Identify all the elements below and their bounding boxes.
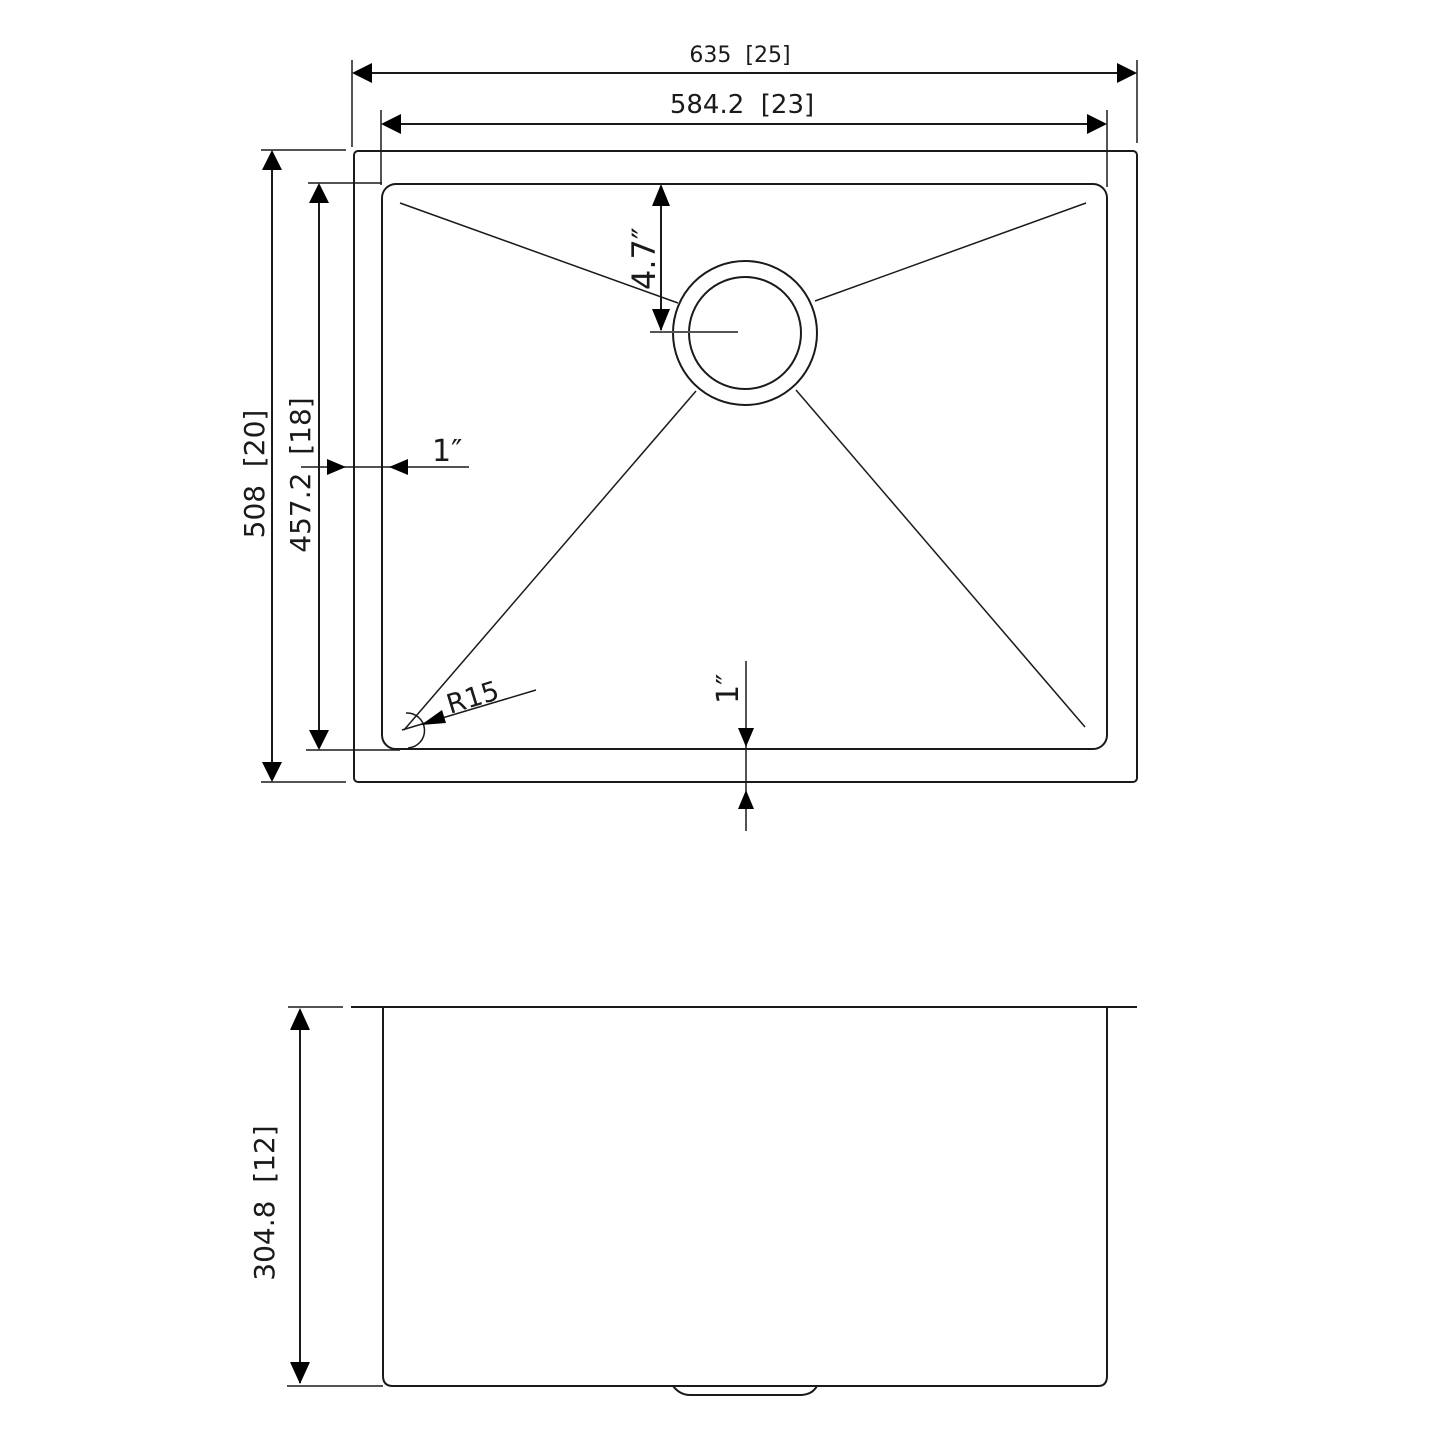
slope-lines [399, 202, 1087, 731]
side-rim-label: 1″ [432, 434, 462, 469]
corner-radius-marker: R15 [401, 676, 537, 749]
bowl-depth-label: 304.8 [12] [248, 1125, 281, 1280]
dimension-bowl-depth: 304.8 [12] [248, 1008, 310, 1384]
dimension-side-rim: 1″ [301, 434, 469, 475]
drain-offset-label: 4.7″ [625, 227, 663, 290]
front-rim-label: 1″ [711, 674, 746, 704]
overall-depth-label: 508 [20] [238, 410, 271, 539]
drain-protrusion [672, 1385, 818, 1396]
dimension-overall-depth: 508 [20] [238, 149, 346, 783]
side-view: 304.8 [12] [248, 1006, 1137, 1396]
bowl-side-profile [382, 1007, 1108, 1387]
inner-depth-label: 457.2 [18] [284, 397, 317, 552]
inner-bowl-outline [381, 183, 1108, 750]
dimension-overall-width: 635 [25] [351, 43, 1138, 147]
inner-width-label: 584.2 [23] [670, 90, 814, 120]
top-view: R15 635 [25] 584.2 [23] [238, 43, 1138, 831]
overall-width-label: 635 [25] [689, 43, 790, 68]
dimension-drain-offset: 4.7″ [625, 184, 670, 331]
dimension-front-rim: 1″ [711, 661, 754, 831]
drain-circle-icon [650, 260, 818, 406]
dimension-inner-width: 584.2 [23] [380, 90, 1108, 187]
corner-radius-label: R15 [443, 676, 503, 721]
